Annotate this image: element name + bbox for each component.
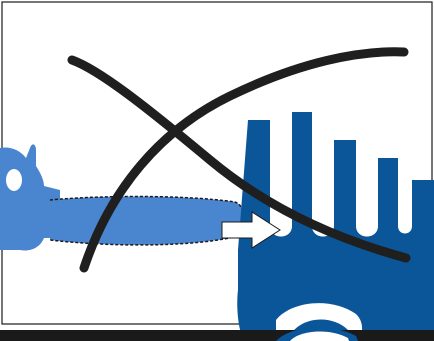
arrow-right-icon bbox=[221, 211, 281, 249]
chainsaw-handle-gap bbox=[6, 169, 22, 191]
cuff-ring-band bbox=[290, 331, 349, 341]
chainsaw-guide-bar bbox=[50, 196, 245, 245]
cross-stroke-1 bbox=[67, 55, 411, 263]
bottom-band bbox=[0, 330, 434, 341]
hand-shape bbox=[237, 112, 434, 341]
prohibition-cross-icon bbox=[67, 47, 411, 273]
cross-stroke-2 bbox=[79, 47, 409, 273]
